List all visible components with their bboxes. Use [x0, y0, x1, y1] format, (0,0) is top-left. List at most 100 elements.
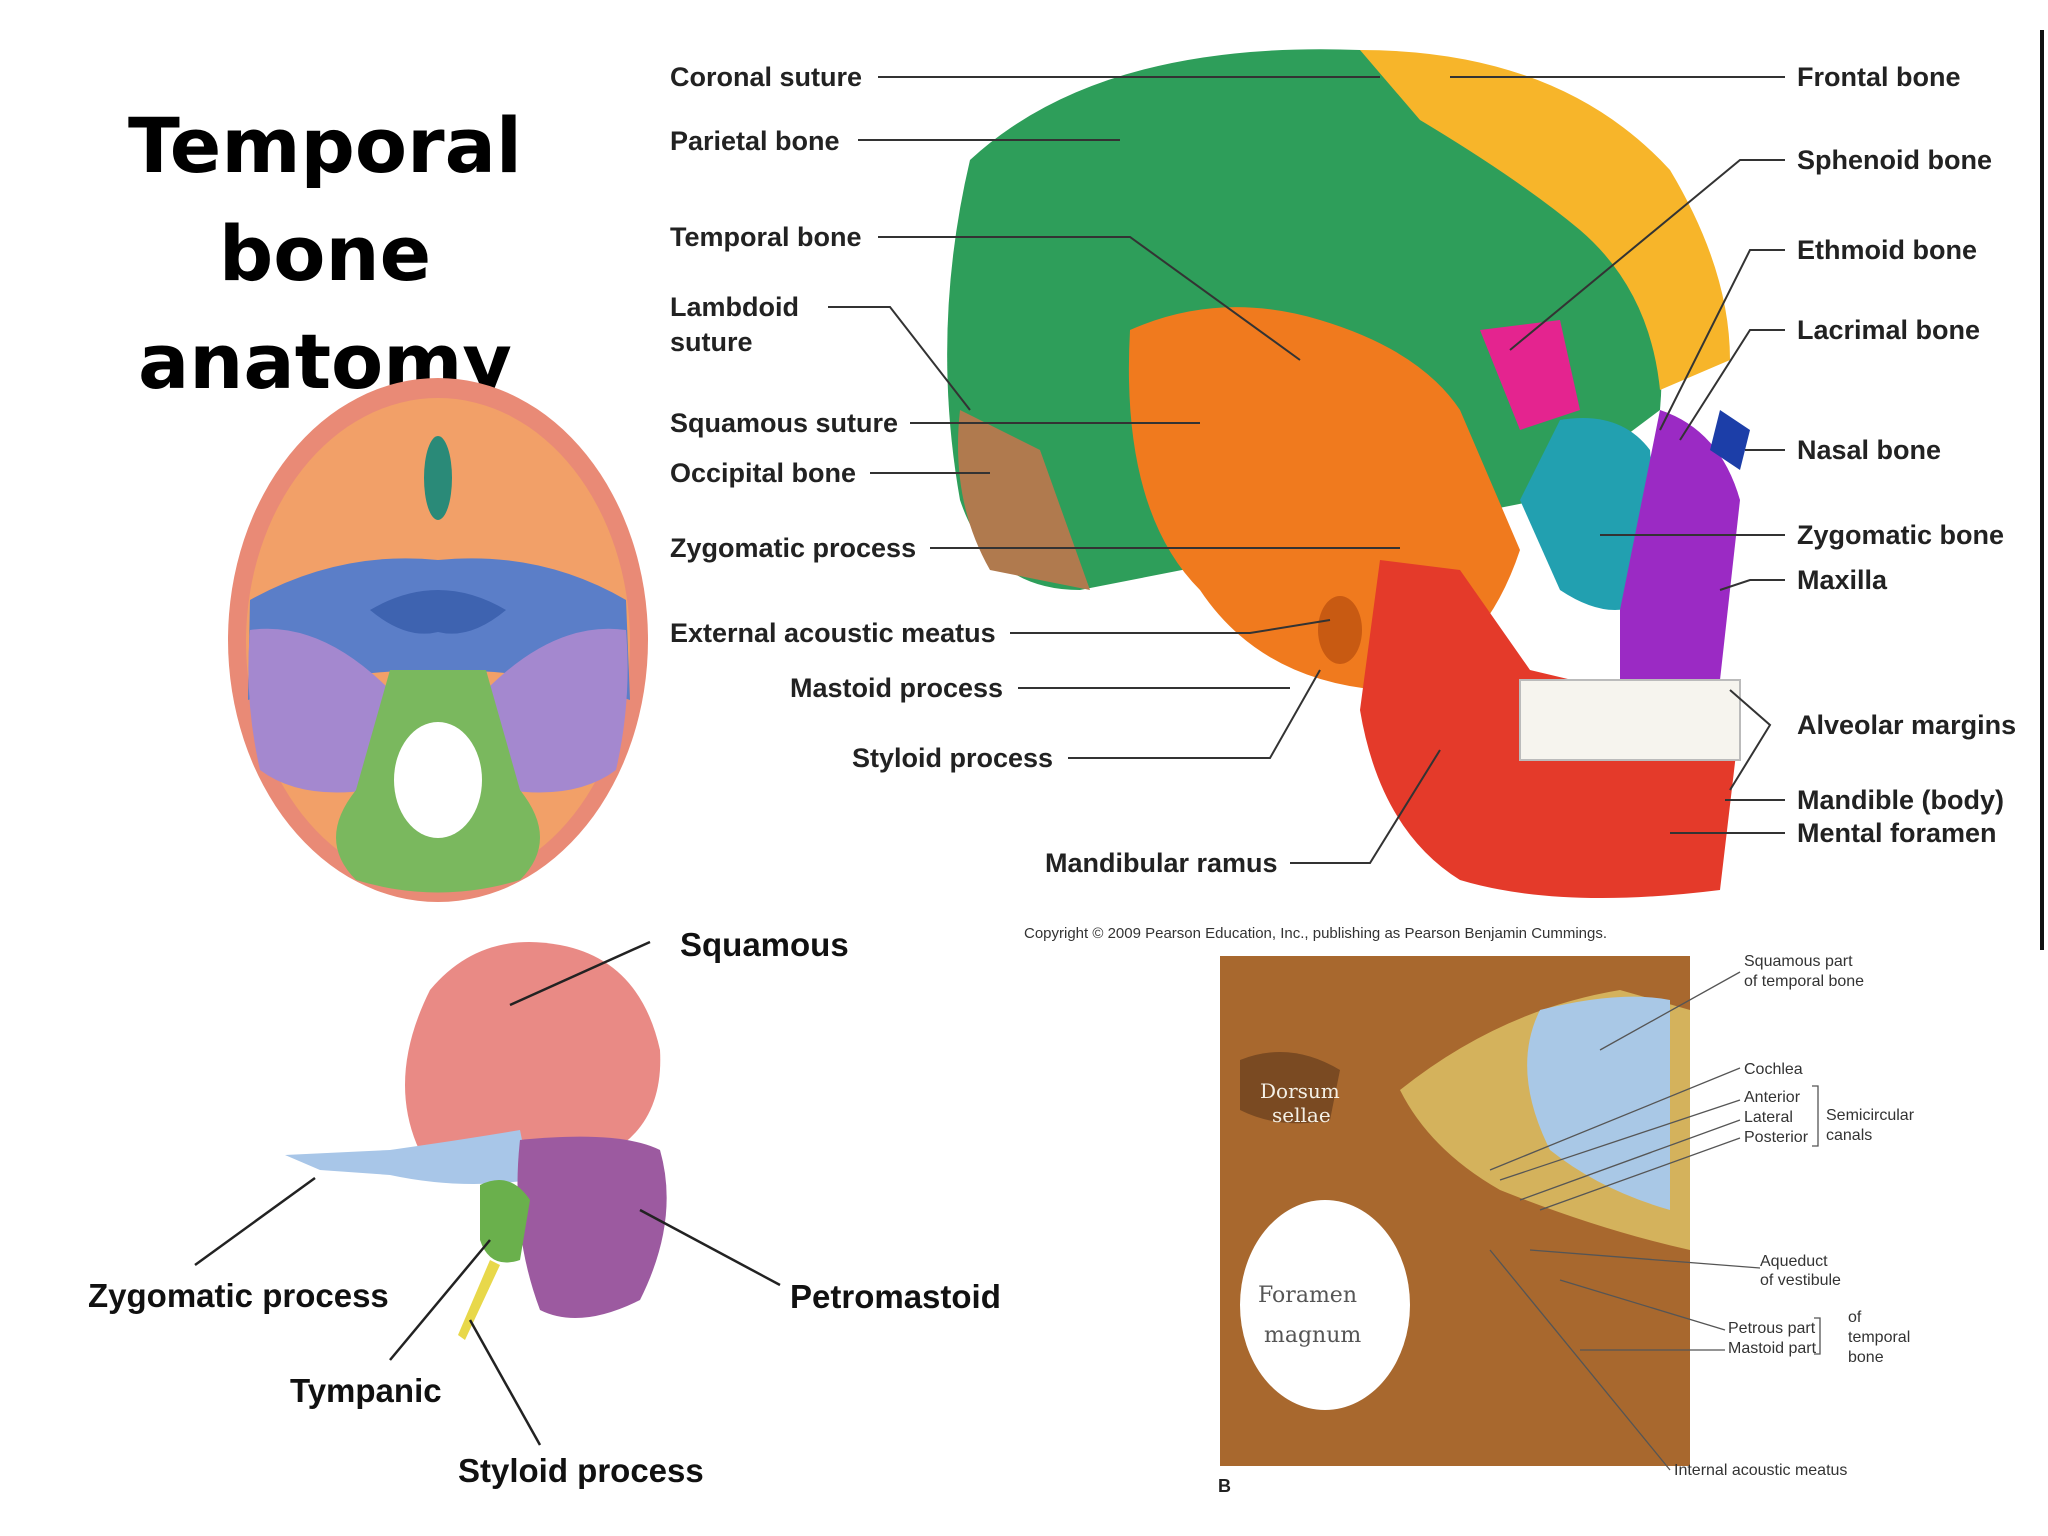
label-mastoid-process: Mastoid process — [790, 673, 1003, 703]
label-nasal-bone: Nasal bone — [1797, 435, 1941, 465]
label-zygomatic-process: Zygomatic process — [670, 533, 916, 563]
label-zygomatic-process-iso: Zygomatic process — [88, 1277, 389, 1314]
label-maxilla: Maxilla — [1797, 565, 1888, 595]
petrous-part-leader — [1559, 1279, 1726, 1331]
cochlea-leader — [1489, 1067, 1741, 1171]
label-squamous-suture: Squamous suture — [670, 408, 898, 438]
temporal-bone-leader — [878, 236, 1301, 361]
label-mandibular-ramus: Mandibular ramus — [1045, 848, 1278, 878]
label-mastoid-part: Mastoid part — [1728, 1340, 1817, 1357]
label-petromastoid: Petromastoid — [790, 1278, 1001, 1315]
label-anterior: Anterior — [1744, 1089, 1801, 1106]
maxilla-shape — [1620, 410, 1740, 720]
squamous-leader — [509, 940, 651, 1007]
label-lateral: Lateral — [1744, 1109, 1793, 1126]
label-styloid-process-iso: Styloid process — [458, 1452, 704, 1489]
label-alveolar-margins: Alveolar margins — [1797, 710, 2016, 740]
petromastoid-leader — [639, 1208, 781, 1287]
tympanic-part-shape — [480, 1180, 530, 1263]
ethmoid-bone-leader — [1659, 249, 1785, 431]
page-title: Temporal bone anatomy — [20, 92, 630, 416]
foramen-text: Foramen — [1258, 1283, 1357, 1308]
teeth — [1519, 679, 1741, 761]
label-mandible-body: Mandible (body) — [1797, 785, 2004, 815]
dorsum-sellae-region — [1240, 1052, 1340, 1124]
crista-galli — [424, 436, 452, 520]
label-semicircular: Semicircular — [1826, 1107, 1915, 1124]
isolated-temporal-bone-view: Squamous Zygomatic process Petromastoid … — [88, 926, 1001, 1489]
styloid-process-shape — [458, 1260, 500, 1340]
label-temporal: temporal — [1848, 1329, 1910, 1346]
lateral-skull-view: Coronal suture Parietal bone Temporal bo… — [670, 30, 2044, 950]
temporal-part-bracket — [1814, 1317, 1821, 1355]
label-mental-foramen: Mental foramen — [1797, 818, 1997, 848]
label-squamous: Squamous — [680, 926, 849, 963]
label-coronal-suture: Coronal suture — [670, 62, 862, 92]
label-cochlea: Cochlea — [1744, 1061, 1803, 1078]
right-temporal-region — [486, 628, 628, 793]
panel-letter: B — [1218, 1476, 1231, 1496]
label-of-temporal-bone: of temporal bone — [1744, 973, 1864, 990]
tympanic-leader — [389, 1239, 491, 1361]
label-ethmoid-bone: Ethmoid bone — [1797, 235, 1977, 265]
styloid-process-leader — [1068, 669, 1321, 759]
cranial-base-superior-view — [228, 378, 648, 902]
label-bone: bone — [1848, 1349, 1884, 1366]
sphenoid-bone-leader — [1509, 159, 1785, 351]
label-lambdoid: Lambdoid — [670, 292, 799, 322]
sellae-text: sellae — [1272, 1103, 1331, 1127]
label-internal-acoustic-meatus: Internal acoustic meatus — [1674, 1462, 1847, 1479]
cranial-floor-view: Dorsum sellae Foramen magnum Squamous pa… — [1218, 953, 1915, 1496]
zygomatic-process-leader-iso — [194, 1176, 316, 1267]
label-lambdoid-suture: suture — [670, 327, 753, 357]
label-zygomatic-bone: Zygomatic bone — [1797, 520, 2004, 550]
zygomatic-bone-shape — [1520, 418, 1660, 610]
copyright-notice: Copyright © 2009 Pearson Education, Inc.… — [1024, 925, 1607, 942]
label-tympanic: Tympanic — [290, 1372, 442, 1409]
foramen-magnum-photo — [1240, 1200, 1410, 1410]
zygomatic-process-shape — [285, 1130, 530, 1184]
label-posterior: Posterior — [1744, 1129, 1809, 1146]
label-of: of — [1848, 1309, 1862, 1326]
label-canals: canals — [1826, 1127, 1872, 1144]
squamous-part-region — [1527, 996, 1670, 1210]
label-temporal-bone: Temporal bone — [670, 222, 862, 252]
left-temporal-region — [248, 628, 390, 793]
external-acoustic-meatus-shape — [1318, 596, 1362, 664]
anterior-canal-leader — [1499, 1099, 1741, 1181]
foramen-magnum — [394, 722, 482, 838]
lateral-canal-leader — [1519, 1119, 1741, 1201]
label-squamous-part: Squamous part — [1744, 953, 1853, 970]
label-lacrimal-bone: Lacrimal bone — [1797, 315, 1980, 345]
semicircular-bracket — [1812, 1085, 1819, 1147]
label-occipital-bone: Occipital bone — [670, 458, 856, 488]
label-parietal-bone: Parietal bone — [670, 126, 840, 156]
dorsum-text: Dorsum — [1260, 1079, 1340, 1103]
internal-acoustic-meatus-leader — [1489, 1249, 1671, 1471]
petromastoid-part-shape — [517, 1136, 667, 1318]
occipital-bone-shape — [958, 410, 1090, 590]
mandibular-ramus-leader — [1290, 749, 1441, 864]
lambdoid-suture-leader — [828, 306, 971, 411]
squamous-part-leader — [1599, 971, 1741, 1051]
external-acoustic-meatus-leader — [1010, 619, 1331, 634]
label-of-vestibule: of vestibule — [1760, 1272, 1841, 1289]
nasal-bone-shape — [1710, 410, 1750, 470]
title-line-1: Temporal bone — [128, 101, 522, 298]
styloid-process-leader-iso — [468, 1319, 542, 1446]
label-external-acoustic-meatus: External acoustic meatus — [670, 618, 996, 648]
sphenoid-bone-shape — [1480, 320, 1580, 430]
frontal-bone-shape — [1360, 50, 1730, 390]
posterior-canal-leader — [1539, 1137, 1741, 1211]
label-sphenoid-bone: Sphenoid bone — [1797, 145, 1992, 175]
label-styloid-process: Styloid process — [852, 743, 1053, 773]
alveolar-margins-leader — [1729, 689, 1772, 791]
magnum-text: magnum — [1264, 1323, 1361, 1348]
sella-turcica — [370, 590, 506, 634]
lacrimal-bone-leader — [1679, 329, 1785, 441]
label-frontal-bone: Frontal bone — [1797, 62, 1961, 92]
label-aqueduct: Aqueduct — [1760, 1253, 1828, 1270]
aqueduct-leader — [1529, 1249, 1761, 1269]
label-petrous-part: Petrous part — [1728, 1320, 1816, 1337]
panel-edge-bar — [2040, 30, 2044, 950]
